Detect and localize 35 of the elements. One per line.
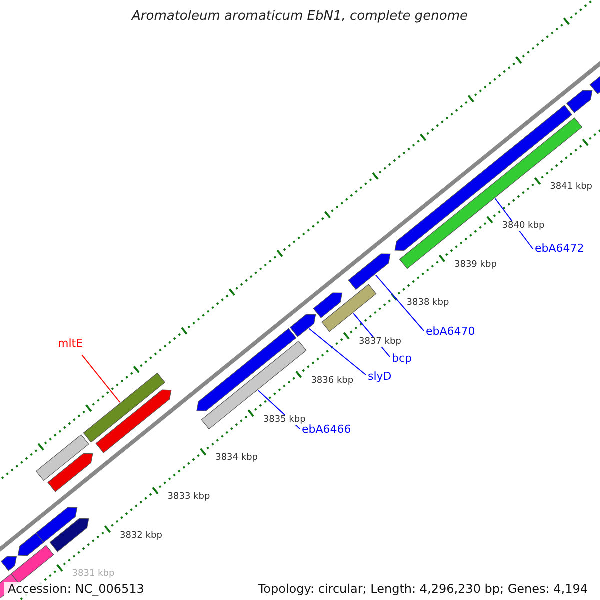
- leader-line: [375, 274, 424, 332]
- leader-line: [308, 328, 366, 376]
- scale-label: 3833 kbp: [168, 492, 210, 502]
- gene-label: ebA6466: [302, 423, 352, 436]
- gene-segment: [290, 314, 316, 338]
- gene-segment: [348, 254, 391, 290]
- gene-label: ebA6472: [535, 242, 584, 255]
- scale-label: 3831 kbp: [72, 569, 115, 580]
- scale-label: 3836 kbp: [311, 376, 354, 386]
- scale-label: 3832 kbp: [120, 530, 162, 540]
- gene-segment: [48, 453, 94, 492]
- gene-label: slyD: [368, 370, 392, 383]
- scale-label: 3841 kbp: [550, 182, 592, 192]
- scale-label: 3838 kbp: [406, 298, 450, 308]
- scale-label: 3840 kbp: [502, 221, 545, 231]
- scale-label: 3835 kbp: [263, 414, 306, 424]
- gene-segment: [36, 434, 90, 482]
- title: Aromatoleum aromaticum EbN1, complete genome: [130, 9, 469, 24]
- gene-segment: [50, 518, 90, 552]
- scale-label: 3839 kbp: [454, 260, 497, 270]
- gene-segment: [96, 390, 172, 454]
- gene-segment: [566, 90, 593, 114]
- gene-segment: [36, 507, 78, 544]
- gene-label: bcp: [392, 352, 412, 365]
- gene-segment: [313, 292, 343, 318]
- gene-segment: [10, 545, 54, 584]
- gene-segment: [196, 328, 297, 412]
- gene-label: mltE: [58, 337, 84, 350]
- gene-label: ebA6470: [426, 325, 476, 338]
- scale-label: 3834 kbp: [216, 453, 258, 464]
- gene-segment: [18, 532, 44, 556]
- gene-segment: [0, 556, 18, 572]
- scale-label: 3837 kbp: [359, 337, 402, 348]
- gene-segment: [322, 284, 377, 332]
- gene-segment: [83, 372, 166, 443]
